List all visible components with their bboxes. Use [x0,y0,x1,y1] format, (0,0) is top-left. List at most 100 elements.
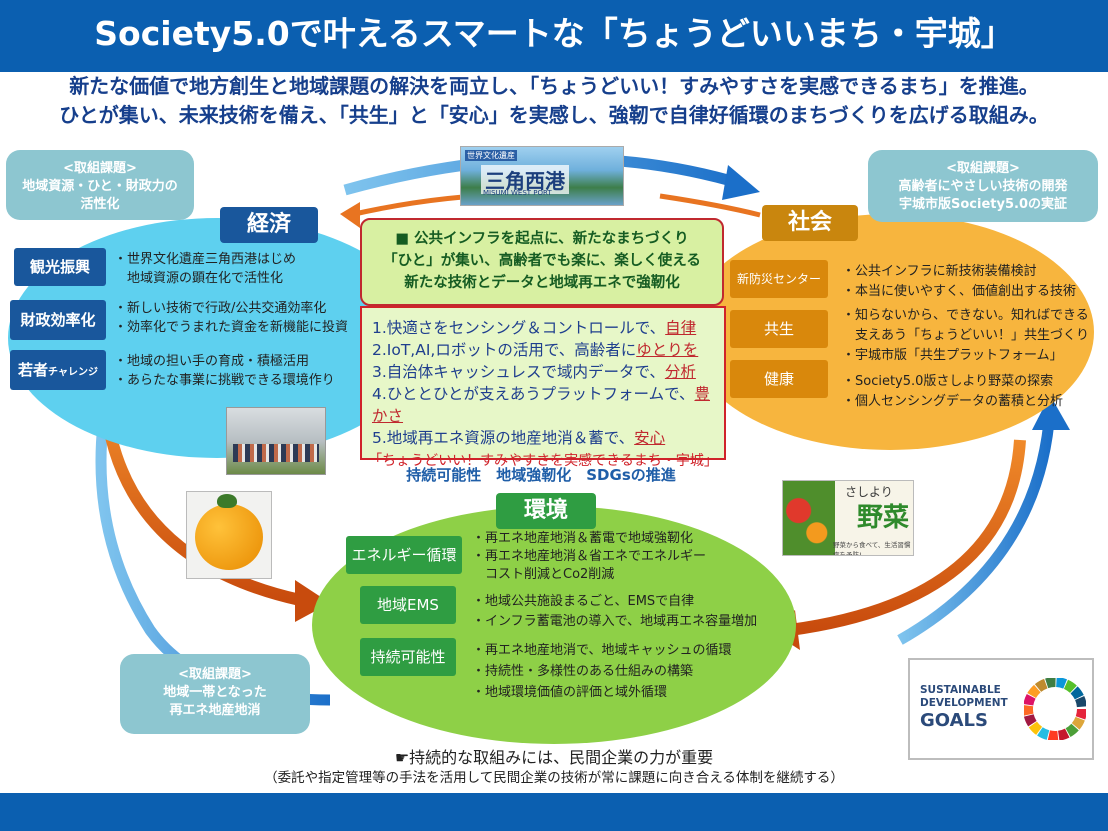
tourism-bullet-2: 地域資源の顕在化で活性化 [114,271,284,286]
sdgs-line-3: GOALS [920,710,988,731]
issue-environment-line-1: 地域一帯となった [163,685,267,700]
society-bullet-3: ・知らないから、できない。知ればできる [842,308,1089,323]
society-bullet-2: ・本当に使いやすく、価値創出する技術 [842,284,1077,299]
orange-leaf [217,494,237,508]
arrow-left-orange-head [295,580,330,622]
center-headline: ■ 公共インフラを起点に、新たなまちづくり 「ひと」が集い、高齢者でも楽に、楽し… [362,220,722,294]
category-health: 健康 [730,360,828,398]
vegetable-image [783,481,835,555]
youth-bullet-1: ・地域の担い手の育成・積極活用 [114,354,310,369]
subtitle: 新たな価値で地方創生と地域課題の解決を両立し、「ちょうどいい！すみやすさを実感で… [14,72,1094,130]
sdgs-line-1: SUSTAINABLE [920,684,1001,696]
footer-sub: （委託や指定管理等の手法を活用して民間企業の技術が常に課題に向き合える体制を継続… [264,770,844,786]
environment-caption: 環境 [496,493,596,529]
energy-bullet-1: ・再エネ地産地消＆蓄電で地域強靭化 [472,531,694,546]
sustainability-bullets: ・再エネ地産地消で、地域キャッシュの循環 ・持続性・多様性のある仕組みの構築 ・… [472,640,731,703]
energy-bullet-3: コスト削減とCo2削減 [472,567,615,582]
category-tourism: 観光振興 [14,248,106,286]
youth-bullet-2: ・あらたな事業に挑戦できる環境作り [114,373,335,388]
footer-bar [0,793,1108,831]
goal-item-5: 5.地域再エネ資源の地産地消＆蓄で、安心 [372,429,666,447]
issue-economy: <取組課題> 地域資源・ひと・財政力の 活性化 [6,150,194,220]
arrow-top-head [722,165,760,200]
issue-society-header: <取組課題> [946,161,1020,176]
sdg-promotion-line: 持続可能性 地域強靭化 SDGsの推進 [406,466,676,484]
sdgs-wheel-icon [1024,678,1086,740]
category-regional-ems: 地域EMS [360,586,456,624]
sustainability-bullet-1: ・再エネ地産地消で、地域キャッシュの循環 [472,643,732,658]
sdgs-text: SUSTAINABLE DEVELOPMENT GOALS [920,684,1008,732]
arrow-right [897,409,1056,645]
fiscal-bullet-1: ・新しい技術で行政/公共交通効率化 [114,301,327,316]
issue-environment-line-2: 再エネ地産地消 [169,703,261,718]
goal-item-3: 3.自治体キャッシュレスで域内データで、分析 [372,363,696,381]
title-bar [0,0,1108,72]
port-romaji: MISUMI WEST PORT [483,189,552,197]
center-headline-3: 新たな技術とデータと地域再エネで強靭化 [404,275,680,291]
subtitle-line-2: ひとが集い、未来技術を備え、「共生」と「安心」を実感し、強靭で自律好循環のまちづ… [59,103,1049,127]
society-bullet-6: ・Society5.0版さしより野菜の探索 [842,374,1054,389]
photo-group [226,407,326,475]
issue-society-line-2: 宇城市版Society5.0の実証 [899,197,1067,212]
center-goals-list: 1.快適さをセンシング＆コントロールで、自律 2.IoT,AI,ロボットの活用で… [362,308,724,449]
veg-caption: 野菜から食べて、生活習慣病を予防! [833,541,911,556]
sustainability-bullet-3: ・地域環境価値の評価と域外循環 [472,685,668,700]
center-headline-1: ■ 公共インフラを起点に、新たなまちづくり [395,231,689,247]
photo-vegetables: さしより 野菜 野菜から食べて、生活習慣病を予防! [782,480,914,556]
arrow-right-inner [659,193,761,218]
issue-environment-header: <取組課題> [178,667,252,682]
energy-bullets: ・再エネ地産地消＆蓄電で地域強靭化 ・再エネ地産地消＆省エネでエネルギー コスト… [472,530,706,584]
society-bullet-7: ・個人センシングデータの蓄積と分析 [842,394,1064,409]
youth-label: 若者 [18,361,49,379]
veg-text-2: 野菜 [857,503,910,533]
category-fiscal-efficiency: 財政効率化 [10,300,106,340]
society-caption: 社会 [762,205,858,241]
category-youth-challenge: 若者チャレンジ [10,350,106,390]
energy-bullet-2: ・再エネ地産地消＆省エネでエネルギー [472,549,707,564]
arrow-right-head [1032,395,1070,430]
goal-item-1: 1.快適さをセンシング＆コントロールで、自律 [372,319,697,337]
photo-misumi-port: 世界文化遺産 三角西港 MISUMI WEST PORT [460,146,624,206]
port-small-label: 世界文化遺産 [465,150,517,161]
goal-item-2: 2.IoT,AI,ロボットの活用で、高齢者にゆとりを [372,341,699,359]
group-people [233,444,319,462]
category-coexistence: 共生 [730,310,828,348]
goal-item-4: 4.ひととひとが支えあうプラットフォームで、豊かさ [372,385,710,425]
veg-text-1: さしより [845,485,893,499]
issue-economy-line-1: 地域資源・ひと・財政力の [22,179,178,194]
category-disaster-center: 新防災センター [730,260,828,298]
sdgs-logo: SUSTAINABLE DEVELOPMENT GOALS [908,658,1094,760]
society-bullet-1: ・公共インフラに新技術装備検討 [842,264,1037,279]
category-sustainability: 持続可能性 [360,638,456,676]
issue-society: <取組課題> 高齢者にやさしい技術の開発 宇城市版Society5.0の実証 [868,150,1098,222]
ems-bullet-2: ・インフラ蓄電池の導入で、地域再エネ容量増加 [472,614,758,629]
center-slogan: 「ちょうどいい！すみやすさを実感できるまち・宇城」 [368,453,718,469]
issue-environment: <取組課題> 地域一帯となった 再エネ地産地消 [120,654,310,734]
center-goals-box: 1.快適さをセンシング＆コントロールで、自律 2.IoT,AI,ロボットの活用で… [360,306,726,469]
sustainability-bullet-2: ・持続性・多様性のある仕組みの構築 [472,664,694,679]
page-title: Society5.0で叶えるスマートな「ちょうどいいまち・宇城」 [94,14,1014,53]
tourism-bullets: ・世界文化遺産三角西港はじめ 地域資源の顕在化で活性化 [114,250,296,288]
society-bullets: ・公共インフラに新技術装備検討 ・本当に使いやすく、価値創出する技術 ・知らない… [842,262,1089,412]
arrow-top-inner-head [340,202,360,228]
orange-fruit [195,504,263,570]
center-headline-box: ■ 公共インフラを起点に、新たなまちづくり 「ひと」が集い、高齢者でも楽に、楽し… [360,218,724,306]
subtitle-line-1: 新たな価値で地方創生と地域課題の解決を両立し、「ちょうどいい！すみやすさを実感で… [69,74,1039,98]
fiscal-bullet-2: ・効率化でうまれた資金を新機能に投資 [114,320,349,335]
issue-society-line-1: 高齢者にやさしい技術の開発 [898,179,1068,194]
society-bullet-4: 支えあう「ちょうどいい！」共生づくり [842,328,1090,343]
photo-orange [186,491,272,579]
sdgs-line-2: DEVELOPMENT [920,697,1008,709]
society-bullet-5: ・宇城市版「共生プラットフォーム」 [842,348,1063,363]
issue-economy-header: <取組課題> [63,161,137,176]
ems-bullets: ・地域公共施設まるごと、EMSで自律 ・インフラ蓄電池の導入で、地域再エネ容量増… [472,592,757,632]
youth-label-small: チャレンジ [48,367,98,378]
economy-caption: 経済 [220,207,318,243]
category-energy-cycle: エネルギー循環 [346,536,462,574]
tourism-bullet-1: ・世界文化遺産三角西港はじめ [114,252,297,267]
arrow-right-orange [789,439,1026,636]
footer-main: ☛持続的な取組みには、民間企業の力が重要 [394,748,714,767]
center-headline-2: 「ひと」が集い、高齢者でも楽に、楽しく使える [383,253,701,269]
issue-economy-line-2: 活性化 [80,197,120,212]
ems-bullet-1: ・地域公共施設まるごと、EMSで自律 [472,594,695,609]
